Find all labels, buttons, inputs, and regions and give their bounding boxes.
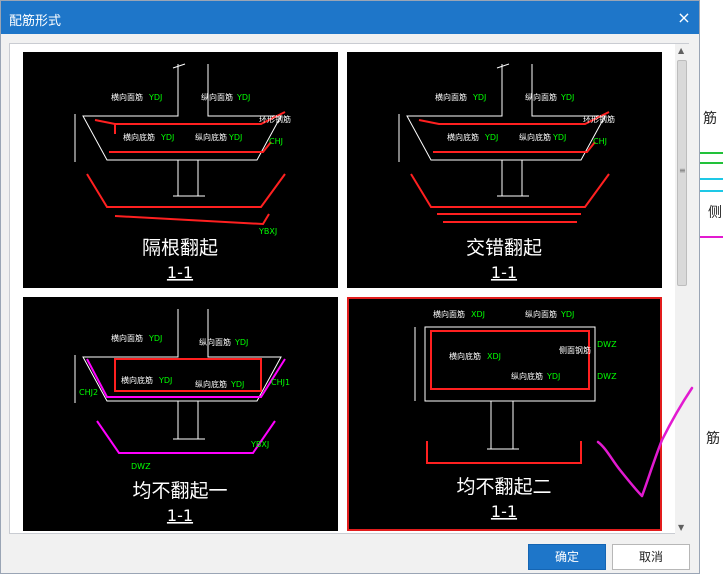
diagram-labels: 横向面筋 YDJ 纵向面筋 YDJ 横向底筋 YDJ 纵向底筋 YDJ 环形钢筋… [435,92,615,146]
label-longitudinal-top: 纵向面筋 [525,309,557,319]
option-title: 均不翻起二 [456,476,551,498]
section-outline [398,63,606,197]
scrollbar-grip-icon: ≡ [679,166,686,175]
section-outline [74,63,282,197]
label-ybxj: YBXJ [258,227,277,236]
label-transverse-bottom: 横向底筋 [447,132,479,142]
label-transverse-top: 横向面筋 [111,333,143,343]
bg-label: 筋 [706,431,720,447]
label-ydj: YDJ [148,334,162,343]
label-ydj: YDJ [552,133,566,142]
label-transverse-top: 横向面筋 [435,92,467,102]
label-xdj: XDJ [487,352,501,361]
section-mark: 1-1 [491,263,517,282]
label-dwz: DWZ [597,372,617,381]
label-chj: CHJ [269,137,283,146]
option-title: 交错翻起 [466,237,542,259]
label-longitudinal-bottom: 纵向底筋 [519,132,551,142]
section-mark: 1-1 [491,502,517,521]
bg-line-cyan [700,178,723,180]
label-ring: 环形钢筋 [259,114,291,124]
scroll-up-arrow-icon[interactable]: ▲ [678,46,685,55]
background-app-bottom [0,572,700,584]
diagram-1: 横向面筋 YDJ 纵向面筋 YDJ 横向底筋 YDJ 纵向底筋 YDJ 环形钢筋… [74,63,291,282]
bg-line-magenta [700,236,723,238]
label-longitudinal-bottom: 纵向底筋 [195,379,227,389]
label-ydj: YDJ [236,93,250,102]
bg-label: 筋 [703,111,717,127]
label-transverse-bottom: 横向底筋 [121,375,153,385]
label-ring: 环形钢筋 [583,114,615,124]
vertical-scrollbar[interactable]: ▲ ≡ ▼ [675,44,690,534]
label-longitudinal-top: 纵向面筋 [201,92,233,102]
bg-label: 侧 [708,205,722,221]
option-panel-2[interactable]: 横向面筋 YDJ 纵向面筋 YDJ 横向底筋 YDJ 纵向底筋 YDJ 环形钢筋… [347,52,662,288]
label-dwz: DWZ [131,462,151,471]
label-longitudinal-bottom: 纵向底筋 [195,132,227,142]
label-ydj: YDJ [230,380,244,389]
bg-line-cyan [700,190,723,192]
diagram-labels: 横向面筋 YDJ 纵向面筋 YDJ 横向底筋 YDJ 纵向底筋 YDJ 环形钢筋… [111,92,291,236]
diagram-4: 横向面筋 XDJ 纵向面筋 YDJ 横向底筋 XDJ 纵向底筋 YDJ 侧面钢筋… [414,309,617,521]
label-ydj: YDJ [484,133,498,142]
label-dwz: DWZ [597,340,617,349]
label-ybxj: YBXJ [250,440,269,449]
section-mark: 1-1 [167,506,193,525]
label-transverse-bottom: 横向底筋 [449,351,481,361]
dialog-titlebar[interactable]: 配筋形式 × [1,1,699,34]
rebar-lines [86,111,286,226]
dialog-title: 配筋形式 [9,14,62,29]
label-ydj: YDJ [160,133,174,142]
diagram-3: 横向面筋 YDJ 纵向面筋 YDJ 横向底筋 YDJ 纵向底筋 YDJ CHJ2… [74,309,290,525]
option-panel-3[interactable]: 横向面筋 YDJ 纵向面筋 YDJ 横向底筋 YDJ 纵向底筋 YDJ CHJ2… [23,297,338,531]
option-title: 隔根翻起 [142,237,218,259]
label-transverse-top: 横向面筋 [111,92,143,102]
label-xdj: XDJ [471,310,485,319]
label-ydj: YDJ [228,133,242,142]
background-app: 筋 侧 筋 [700,0,723,584]
option-panel-4-selected[interactable]: 横向面筋 XDJ 纵向面筋 YDJ 横向底筋 XDJ 纵向底筋 YDJ 侧面钢筋… [347,297,662,531]
label-ydj: YDJ [560,310,574,319]
rebar-lines [86,358,286,454]
close-icon[interactable]: × [677,8,691,27]
option-panel-1[interactable]: 横向面筋 YDJ 纵向面筋 YDJ 横向底筋 YDJ 纵向底筋 YDJ 环形钢筋… [23,52,338,288]
label-ydj: YDJ [560,93,574,102]
label-ydj: YDJ [148,93,162,102]
section-outline [414,326,596,450]
bg-line-green [700,152,723,154]
section-mark: 1-1 [167,263,193,282]
rebar-lines [410,111,610,223]
scrollbar-thumb[interactable]: ≡ [677,60,687,286]
bg-line-green [700,162,723,164]
label-longitudinal-top: 纵向面筋 [199,337,231,347]
label-side-rebar: 侧面钢筋 [559,345,591,355]
label-chj2: CHJ2 [79,388,98,397]
option-title: 均不翻起一 [132,480,227,502]
label-chj1: CHJ1 [271,378,290,387]
label-ydj: YDJ [234,338,248,347]
confirm-button[interactable]: 确定 [528,544,606,570]
diagram-labels: 横向面筋 YDJ 纵向面筋 YDJ 横向底筋 YDJ 纵向底筋 YDJ CHJ2… [79,333,290,471]
scroll-down-arrow-icon[interactable]: ▼ [678,523,685,532]
label-longitudinal-bottom: 纵向底筋 [511,371,543,381]
options-list: 横向面筋 YDJ 纵向面筋 YDJ 横向底筋 YDJ 纵向底筋 YDJ 环形钢筋… [9,43,689,534]
diagram-labels: 横向面筋 XDJ 纵向面筋 YDJ 横向底筋 XDJ 纵向底筋 YDJ 侧面钢筋… [433,309,617,381]
label-ydj: YDJ [472,93,486,102]
label-ydj: YDJ [158,376,172,385]
cancel-button[interactable]: 取消 [612,544,690,570]
label-chj: CHJ [593,137,607,146]
diagram-2: 横向面筋 YDJ 纵向面筋 YDJ 横向底筋 YDJ 纵向底筋 YDJ 环形钢筋… [398,63,615,282]
label-ydj: YDJ [546,372,560,381]
label-transverse-top: 横向面筋 [433,309,465,319]
label-longitudinal-top: 纵向面筋 [525,92,557,102]
section-outline [74,309,282,440]
rebar-lines [426,330,590,464]
label-transverse-bottom: 横向底筋 [123,132,155,142]
